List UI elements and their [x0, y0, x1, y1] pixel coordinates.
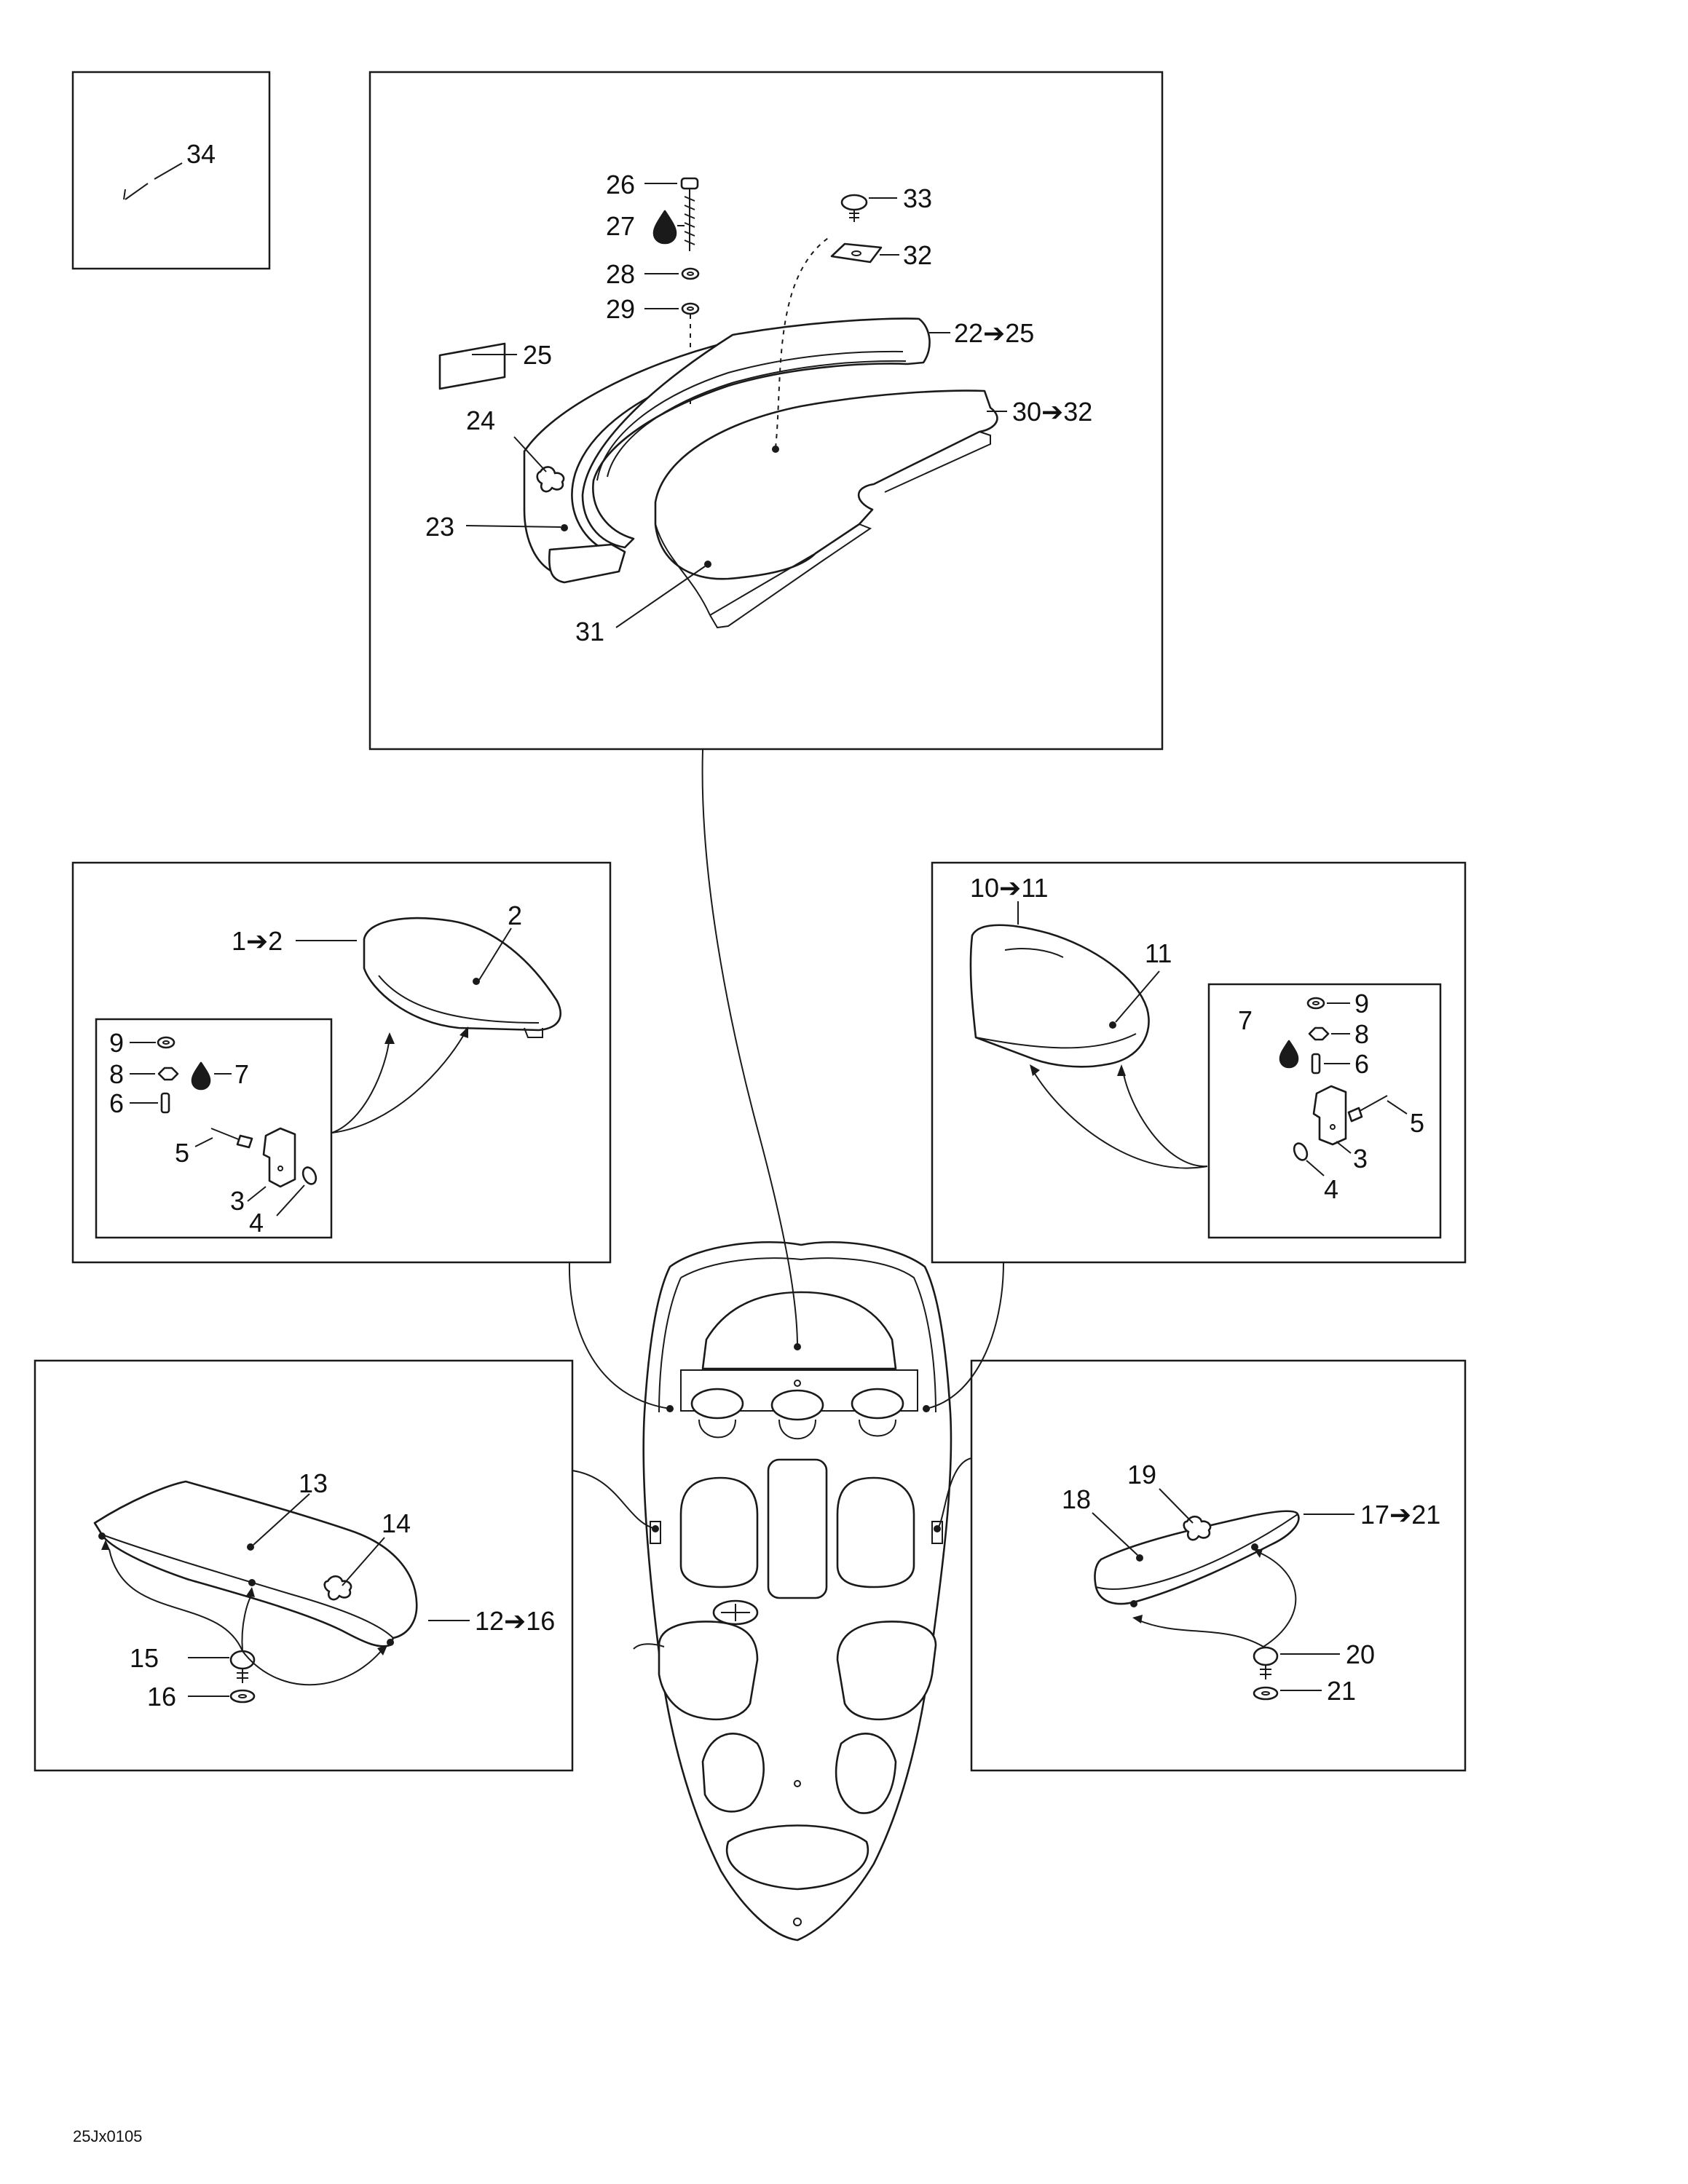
callout-33: 33	[903, 183, 932, 213]
glove-box-10	[969, 924, 1150, 1068]
callout-left-3: 3	[230, 1186, 245, 1216]
callout-13: 13	[299, 1468, 328, 1498]
callout-right-6: 6	[1354, 1049, 1369, 1079]
panel-right-middle: 10➔11 11 9 8 7 6 3 5 4	[931, 861, 1467, 1264]
plate-32	[830, 242, 883, 264]
callout-14: 14	[382, 1508, 411, 1538]
callout-left-4: 4	[249, 1208, 264, 1238]
callout-16: 16	[147, 1682, 176, 1712]
callout-right-5: 5	[1410, 1108, 1424, 1138]
panel-item-34: 34	[71, 71, 271, 270]
callout-left-9: 9	[109, 1028, 124, 1058]
callout-right-4: 4	[1324, 1174, 1338, 1204]
callout-32: 32	[903, 240, 932, 270]
callout-11: 11	[1145, 938, 1172, 968]
callout-29: 29	[606, 294, 635, 324]
bolt-26	[680, 177, 699, 251]
callout-20: 20	[1346, 1639, 1375, 1669]
callout-31: 31	[575, 617, 604, 646]
clip-24	[536, 466, 565, 493]
callout-23: 23	[425, 512, 454, 542]
panel-left-middle: 1➔2 2 9 8 7 6 5 3 4	[71, 861, 612, 1264]
callout-22-25: 22➔25	[954, 318, 1034, 348]
clip-19	[1183, 1515, 1212, 1541]
hull-deck	[633, 1241, 953, 1942]
callout-left-8: 8	[109, 1059, 124, 1089]
panel-bottom-left: 14 13 12➔16 15 16	[33, 1359, 574, 1772]
armrest-cushion-1	[363, 917, 561, 1038]
callout-17-21: 17➔21	[1360, 1500, 1440, 1530]
callout-28: 28	[606, 259, 635, 289]
callout-21: 21	[1327, 1676, 1356, 1706]
callout-12-16: 12➔16	[475, 1606, 555, 1636]
side-seat-17	[1094, 1510, 1300, 1605]
decal-25	[438, 342, 506, 390]
panel-top-seat: 26 27 28 29 33 32 25	[368, 71, 1164, 751]
callout-left-7: 7	[234, 1059, 249, 1089]
callout-30-32: 30➔32	[1012, 397, 1092, 427]
callout-left-5: 5	[175, 1138, 189, 1168]
figure-code: 25Jx0105	[73, 2127, 142, 2145]
callout-19: 19	[1127, 1460, 1156, 1489]
drop-icon-left-7	[191, 1061, 211, 1091]
callout-right-9: 9	[1354, 989, 1369, 1018]
callout-24: 24	[466, 405, 495, 435]
backrest-22	[523, 317, 931, 584]
drop-icon-27	[652, 210, 677, 245]
callout-left-6: 6	[109, 1088, 124, 1118]
panel-bottom-right: 19 18 17➔21 20 21	[970, 1359, 1467, 1772]
callout-right-3: 3	[1353, 1144, 1368, 1174]
callout-right-8: 8	[1354, 1019, 1369, 1049]
callout-26: 26	[606, 170, 635, 199]
callout-2: 2	[508, 901, 522, 930]
washer-29	[681, 302, 700, 315]
drop-icon-right-7	[1279, 1040, 1299, 1069]
rivet-33	[840, 194, 868, 222]
seat-cushion-30	[654, 389, 998, 629]
callout-right-7: 7	[1238, 1005, 1253, 1035]
washer-28	[681, 267, 700, 280]
callout-1-2: 1➔2	[232, 926, 283, 956]
callout-27: 27	[606, 211, 635, 241]
callout-18: 18	[1062, 1484, 1091, 1514]
side-seat-12	[93, 1480, 418, 1647]
callout-25: 25	[523, 340, 552, 370]
callout-10-11: 10➔11	[970, 873, 1049, 903]
callout-15: 15	[130, 1643, 159, 1673]
connector-lines	[568, 749, 1004, 1530]
callout-34: 34	[186, 139, 216, 169]
